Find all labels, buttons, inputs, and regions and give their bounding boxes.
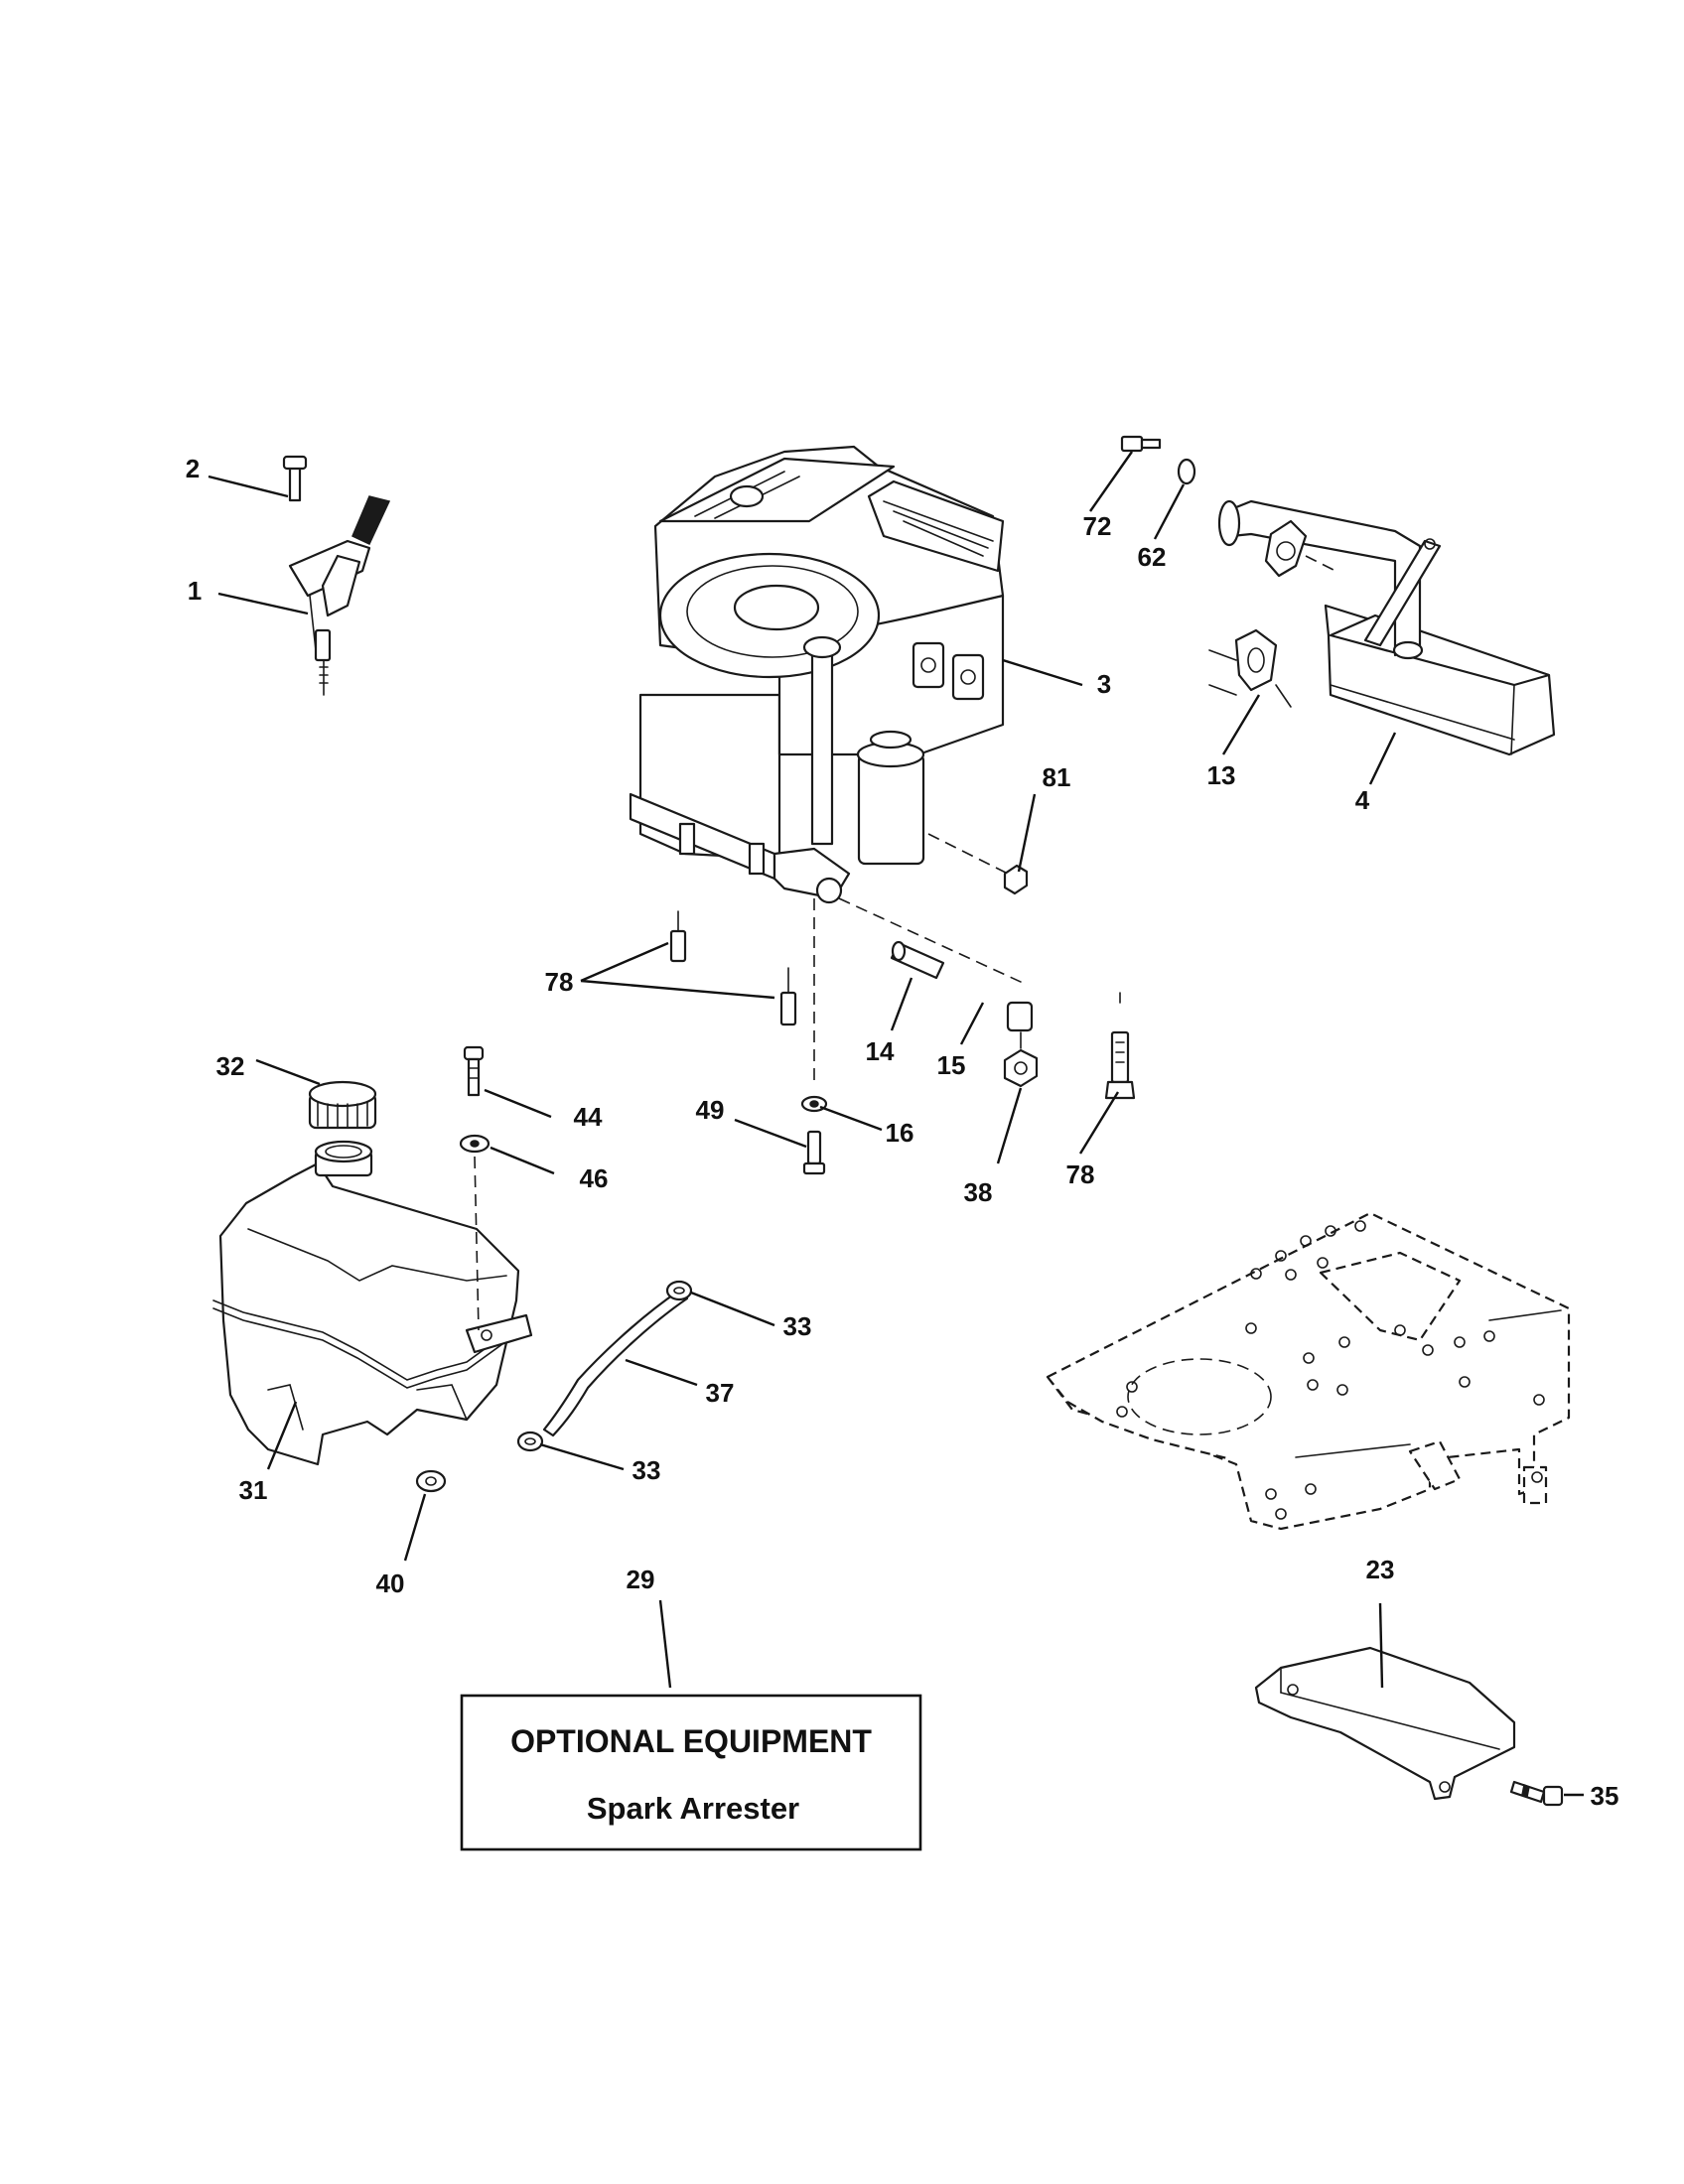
callout-4: 4 xyxy=(1355,785,1370,815)
callout-49: 49 xyxy=(696,1095,725,1125)
washer-part-46 xyxy=(459,1134,491,1154)
callout-labels: 1 2 3 4 13 14 15 16 23 29 31 32 33 33 35… xyxy=(186,454,1619,1811)
fuel-cap-part xyxy=(308,1080,377,1130)
callout-37: 37 xyxy=(706,1378,735,1408)
callout-33-upper: 33 xyxy=(783,1311,812,1341)
fuel-line-part xyxy=(542,1289,689,1437)
pipe-nipple-part xyxy=(890,940,945,980)
callout-32: 32 xyxy=(216,1051,245,1081)
engine-part xyxy=(629,445,1005,904)
hex-nut-part-81 xyxy=(1003,864,1029,895)
callout-15: 15 xyxy=(937,1050,966,1080)
callout-78-right: 78 xyxy=(1066,1160,1095,1189)
callout-14: 14 xyxy=(866,1036,895,1066)
bolt-part-72 xyxy=(1120,435,1162,453)
callout-13: 13 xyxy=(1207,760,1236,790)
callout-33-lower: 33 xyxy=(632,1455,661,1485)
callout-81: 81 xyxy=(1043,762,1071,792)
callout-2: 2 xyxy=(186,454,200,483)
throttle-control-part xyxy=(282,455,391,696)
callout-44: 44 xyxy=(574,1102,603,1132)
callout-23: 23 xyxy=(1366,1555,1395,1584)
bolt-part-78-center xyxy=(779,967,797,1026)
callout-35: 35 xyxy=(1591,1781,1619,1811)
callout-46: 46 xyxy=(580,1163,609,1193)
callout-31: 31 xyxy=(239,1475,268,1505)
callout-3: 3 xyxy=(1097,669,1111,699)
optional-equipment-box: OPTIONAL EQUIPMENT Spark Arrester xyxy=(460,1694,922,1851)
callout-29: 29 xyxy=(627,1565,655,1594)
bolt-part-78-left xyxy=(669,910,687,963)
bolt-part-49 xyxy=(802,1130,826,1175)
spark-arrester-label: Spark Arrester xyxy=(587,1791,799,1826)
callout-16: 16 xyxy=(886,1118,914,1148)
frame-part xyxy=(1046,1211,1571,1531)
bolt-part-78-right xyxy=(1104,992,1136,1100)
fuel-tank-part xyxy=(212,1140,533,1466)
callout-72: 72 xyxy=(1083,511,1112,541)
drain-cap-part xyxy=(1006,1001,1034,1032)
callout-1: 1 xyxy=(188,576,202,606)
gasket-part xyxy=(1234,628,1278,692)
callout-40: 40 xyxy=(376,1569,405,1598)
hose-clamp-part-33-lower xyxy=(516,1431,544,1452)
optional-equipment-title: OPTIONAL EQUIPMENT xyxy=(510,1723,872,1759)
callout-78-left: 78 xyxy=(545,967,574,997)
heat-shield-part xyxy=(1254,1646,1516,1801)
lockwasher-part-62 xyxy=(1177,458,1196,485)
leader-lines xyxy=(208,451,1584,1797)
screw-part-35 xyxy=(1509,1780,1564,1807)
callout-38: 38 xyxy=(964,1177,993,1207)
spacer-part-40 xyxy=(415,1469,447,1493)
callout-62: 62 xyxy=(1138,542,1167,572)
screw-part-44 xyxy=(463,1045,485,1097)
hex-nut-part-38 xyxy=(1003,1031,1039,1088)
muffler-part xyxy=(1217,499,1556,756)
hose-clamp-part-33-upper xyxy=(665,1280,693,1301)
